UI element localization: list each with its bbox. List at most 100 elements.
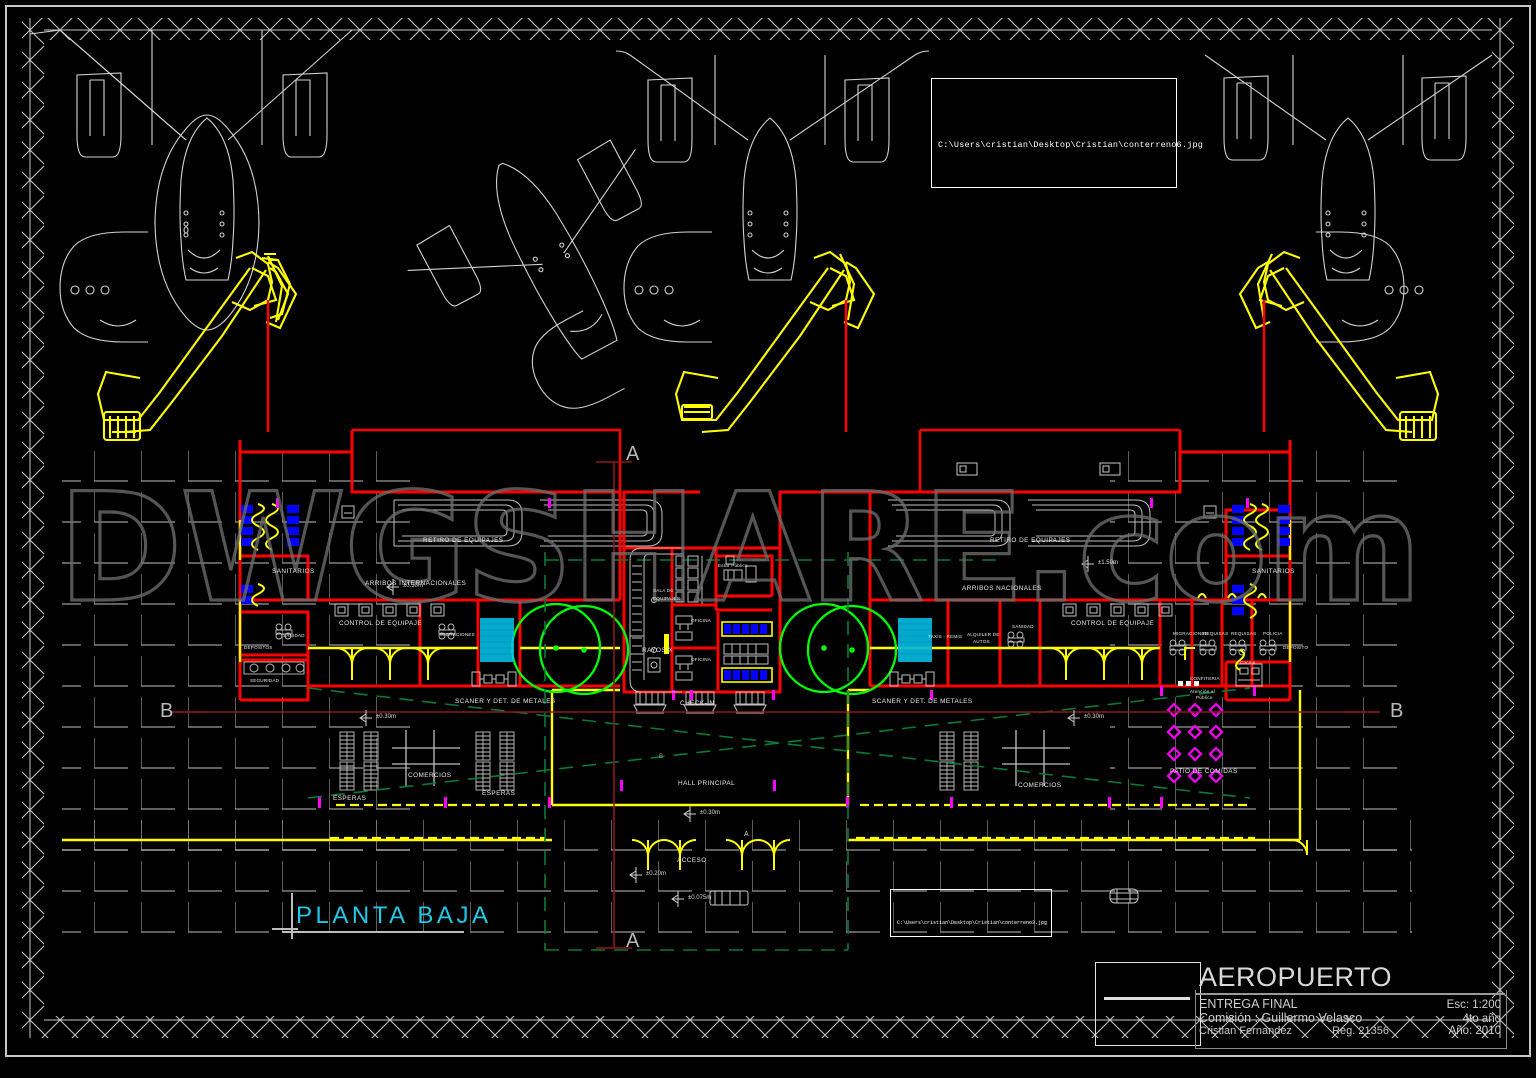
titleblock-logo-rule <box>1104 997 1190 1000</box>
floor-mark-a: A <box>744 831 749 838</box>
room-label: SEGURIDAD <box>250 678 280 683</box>
room-label: SCANER Y DET. DE METALES <box>455 698 556 705</box>
room-label: CHECK-IN <box>680 700 715 707</box>
room-label: RETIRO DE EQUIPAJES <box>990 537 1071 544</box>
seating-right <box>939 731 979 791</box>
car-bottom-right <box>1109 888 1139 904</box>
room-label: HALL PRINCIPAL <box>678 780 736 787</box>
bus-bottom <box>709 890 749 906</box>
aircraft-right <box>1204 54 1493 343</box>
room-label: MIGRACIONES <box>1173 631 1208 636</box>
comercios-partitions <box>392 730 1070 786</box>
column-marks <box>276 498 1256 808</box>
rotunda-circles <box>510 602 898 696</box>
room-label: ESPERAS <box>333 795 367 802</box>
elevation-marker-label: ±0.20m <box>646 871 666 877</box>
room-label: RAYOS X <box>642 647 674 654</box>
desk-clusters <box>243 623 1277 675</box>
office-desk-2 <box>675 655 693 681</box>
metal-detectors <box>471 671 935 687</box>
room-label: DEPOSITO <box>1283 645 1309 650</box>
registry-number: Reg. 21356 <box>1332 1025 1389 1037</box>
room-label: CONTROL DE EQUIPAJE <box>339 620 423 627</box>
room-label: PATIO DE COMIDAS <box>1170 768 1238 775</box>
truss-frame <box>22 18 1514 1038</box>
planta-baja-vertical-rule <box>291 893 293 939</box>
room-label: AUTOS <box>973 639 990 644</box>
elevation-marker-label: ±0.30m <box>403 583 423 589</box>
room-label: EQUIPAJES <box>653 596 681 601</box>
room-label: OFICINA <box>691 618 712 623</box>
room-label: CONTROL DE EQUIPAJE <box>1071 620 1155 627</box>
room-label: Cocina <box>1240 660 1256 665</box>
watermark: DWGSHARE.com <box>56 460 1423 637</box>
room-label: ARRIBOS NACIONALES <box>962 585 1042 592</box>
floor-mark-b: B <box>659 754 663 760</box>
terminal-walls-red <box>238 430 1292 702</box>
checkin-desk-3 <box>733 691 767 714</box>
room-label: DEPOSITOS <box>244 645 273 650</box>
carousel-right-2 <box>1028 499 1151 547</box>
restroom-fixtures <box>241 503 1290 619</box>
sheet-title: AEROPUERTO <box>1199 962 1393 992</box>
titleblock-logo-box <box>1095 962 1201 1046</box>
planta-baja-underline <box>282 931 464 933</box>
estar-furniture <box>723 555 757 583</box>
restroom-right <box>1232 503 1290 619</box>
sheet-scale: Esc: 1:200 <box>1446 999 1501 1011</box>
section-marker-a: A <box>626 930 640 952</box>
room-label: Estar Público <box>718 563 748 568</box>
aircraft-left <box>29 29 353 343</box>
baggage-carousels <box>393 499 1151 547</box>
seat-row-bottom <box>721 667 773 683</box>
room-label: COMERCIOS <box>1018 782 1062 789</box>
elevation-arrows <box>359 556 1094 907</box>
watermark-text: DWGSHARE.com <box>58 462 1420 636</box>
carousel-left-2 <box>540 499 663 547</box>
titleblock-outline <box>1195 990 1507 1049</box>
image-path-text-bottom: C:\Users\cristian\Desktop\Cristian\conte… <box>897 920 1048 926</box>
course-year: 4to año <box>1462 1013 1501 1025</box>
site-dashed-lines <box>307 552 1251 951</box>
seat-row-mid <box>723 643 769 665</box>
room-label: SCANER Y DET. DE METALES <box>872 698 973 705</box>
room-label: REQUISAS <box>1231 631 1257 636</box>
room-label: SANIDAD <box>1012 624 1034 629</box>
elevation-marker-label: ±0.075m <box>688 895 712 901</box>
sheet-subtitle: ENTREGA FINAL <box>1199 997 1298 1011</box>
room-label: COMERCIOS <box>408 772 452 779</box>
carousel-left-1 <box>393 499 523 547</box>
jetways <box>96 250 1440 442</box>
aircraft-center <box>615 50 930 343</box>
door-arcs <box>335 647 1308 870</box>
facade-ticks <box>330 803 1255 840</box>
checkin-desks <box>633 691 767 714</box>
seating-left <box>339 731 515 791</box>
room-label: SANITARIOS <box>1252 568 1295 575</box>
room-label: Público <box>1196 695 1213 700</box>
room-label: SANIDAD <box>283 633 305 638</box>
room-label: Atención al <box>1190 689 1215 694</box>
aircraft-group <box>29 29 1493 409</box>
section-marker-a: A <box>626 443 640 465</box>
planta-baja-tick <box>272 928 298 930</box>
planta-baja-label: PLANTA BAJA <box>296 902 492 929</box>
titleblock: AEROPUERTO ENTREGA FINAL Esc: 1:200 Comi… <box>1195 962 1505 1048</box>
section-cut-lines <box>170 462 1380 948</box>
room-label: RETIRO DE EQUIPAJES <box>423 537 504 544</box>
room-label: REQUISAS <box>1203 631 1229 636</box>
jetway-2 <box>674 250 876 434</box>
vehicles <box>709 462 1139 906</box>
corner-squares <box>341 505 1217 519</box>
cocina-detail <box>1235 663 1263 687</box>
room-label: ALQUILER DE <box>967 632 1000 637</box>
room-label: MIGRACIONES <box>440 632 475 637</box>
image-path-box-top <box>931 78 1177 188</box>
room-label: ESPERAS <box>482 790 516 797</box>
elevation-marker-label: ±0.30m <box>1084 714 1104 720</box>
apron-red-lines <box>266 300 1266 492</box>
section-marker-b: B <box>1390 700 1404 722</box>
seat-row-top <box>721 621 773 637</box>
